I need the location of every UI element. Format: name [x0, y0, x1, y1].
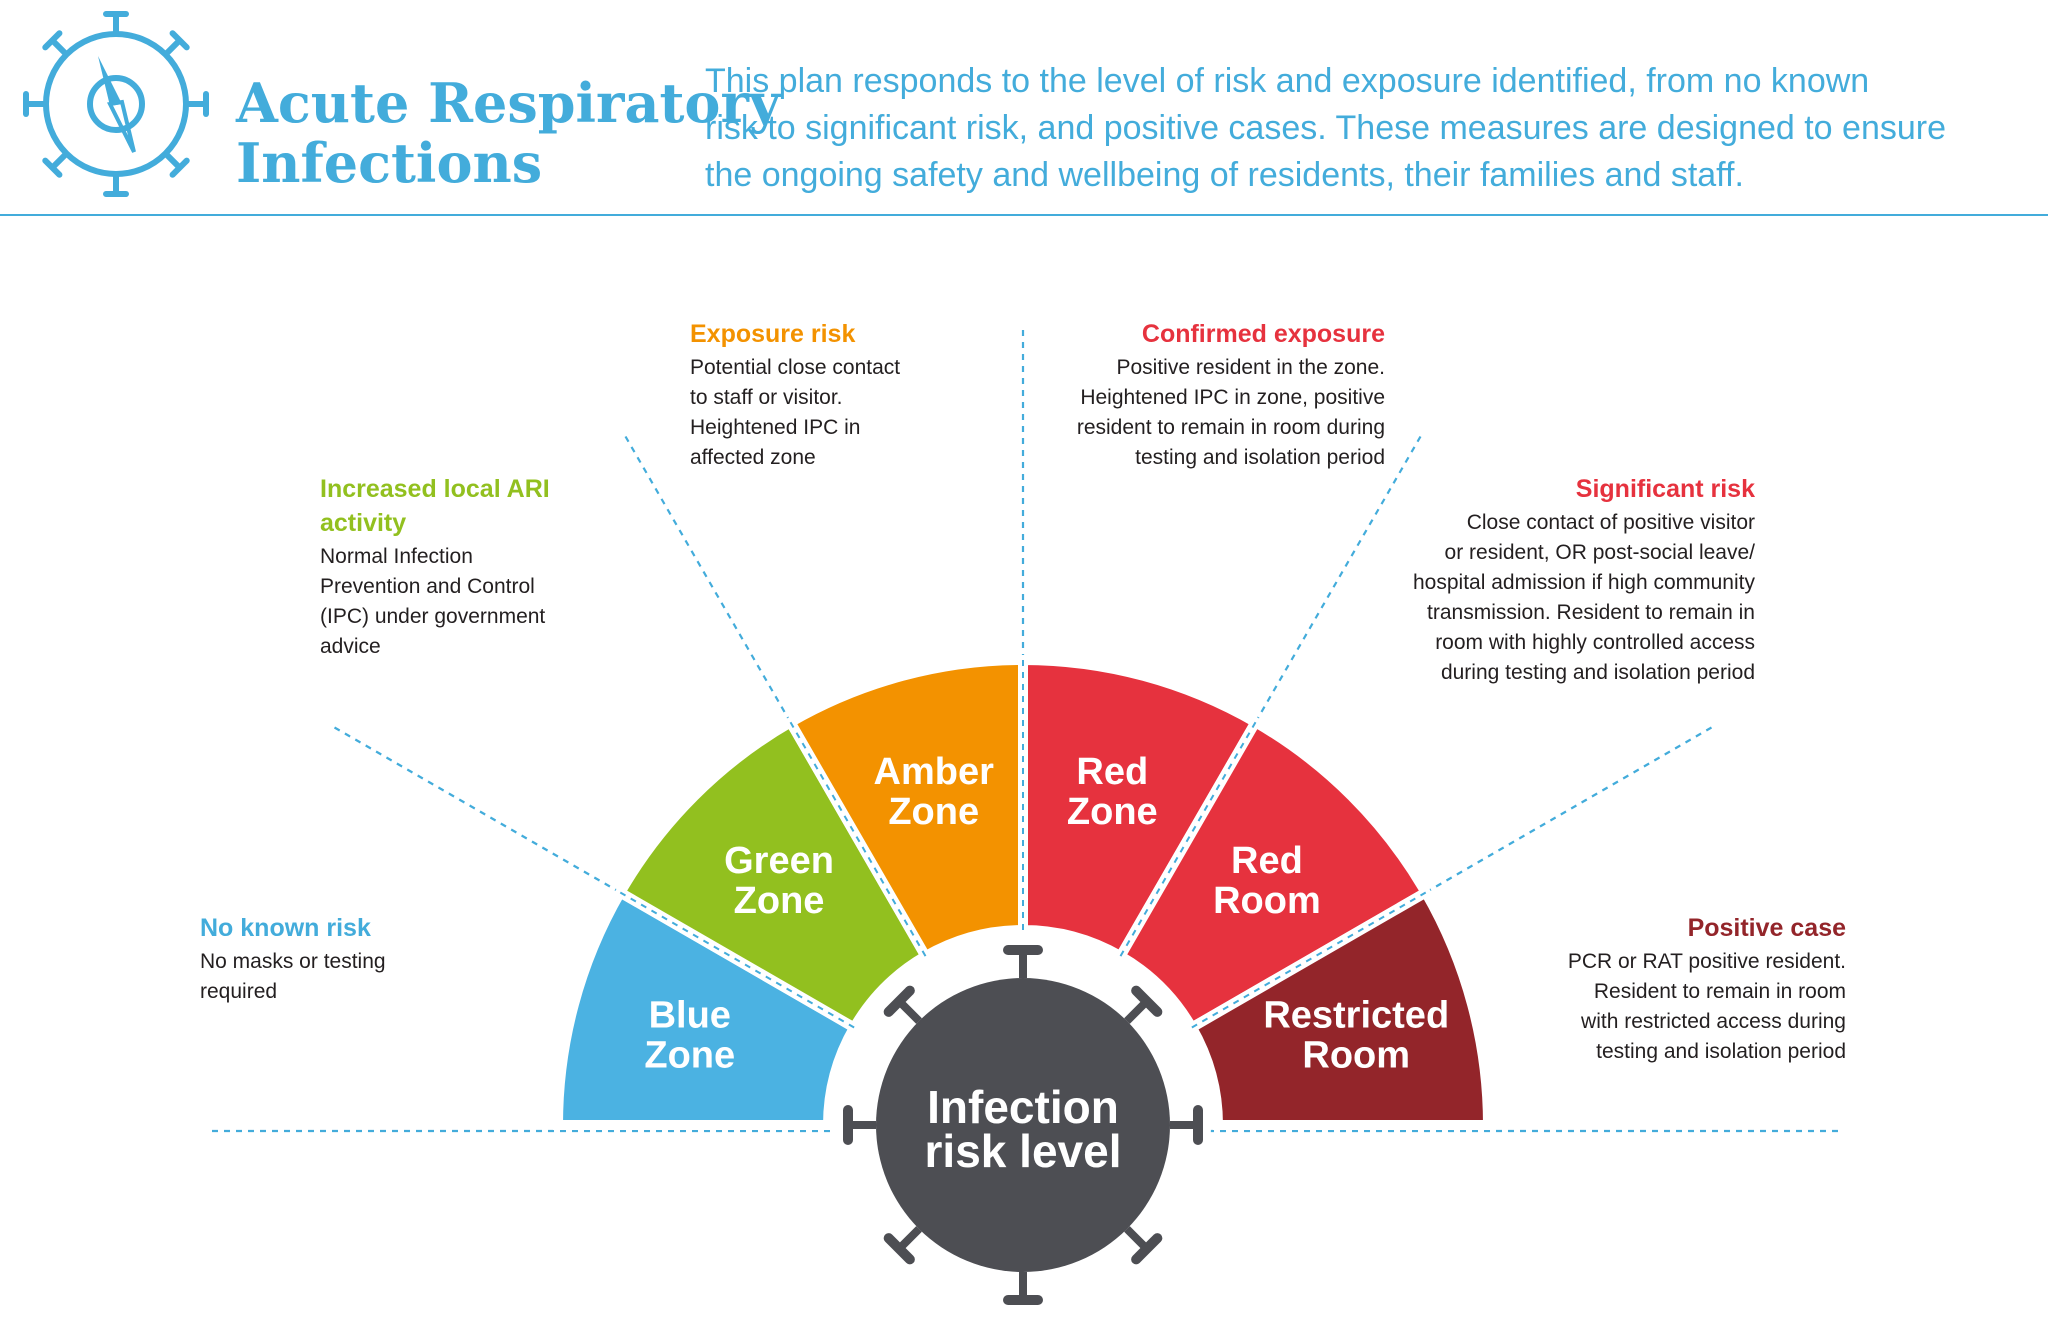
segment-label-blue: Blue: [649, 995, 731, 1037]
segment-label-red-room: Red: [1231, 840, 1303, 882]
zone-description-red-room: transmission. Resident to remain in: [1427, 601, 1755, 624]
zone-description-amber: affected zone: [690, 446, 816, 469]
zone-description-blue: No masks or testing: [200, 950, 386, 973]
zone-description-green: advice: [320, 635, 381, 658]
segment-label-blue: Zone: [644, 1035, 735, 1077]
intro-text: This plan responds to the level of risk …: [705, 62, 1869, 100]
zone-description-restricted: testing and isolation period: [1596, 1040, 1846, 1063]
segment-label-amber: Amber: [874, 751, 995, 793]
risk-wheel: BlueZoneGreenZoneAmberZoneRedZoneRedRoom…: [552, 654, 1494, 1130]
zone-title-red-room: Significant risk: [1576, 475, 1755, 503]
intro-text: risk to significant risk, and positive c…: [705, 109, 1946, 147]
zone-description-blue: required: [200, 980, 277, 1003]
zone-description-red-room: Close contact of positive visitor: [1467, 511, 1755, 534]
zone-description-green: Prevention and Control: [320, 575, 535, 598]
zone-description-amber: Potential close contact: [690, 356, 900, 379]
segment-label-green: Zone: [734, 880, 825, 922]
guide-dashed-line: [1425, 726, 1713, 894]
segment-restricted: [1185, 885, 1494, 1130]
hub-label: risk level: [925, 1125, 1122, 1177]
zone-description-red-zone: resident to remain in room during: [1077, 416, 1385, 439]
zone-title-red-zone: Confirmed exposure: [1142, 320, 1385, 348]
zone-description-amber: Heightened IPC in: [690, 416, 860, 439]
guide-dashed-line: [333, 726, 621, 894]
guide-dashed-line: [1254, 435, 1422, 723]
zone-description-amber: to staff or visitor.: [690, 386, 843, 409]
zone-description-restricted: with restricted access during: [1580, 1010, 1846, 1033]
zone-description-restricted: Resident to remain in room: [1594, 980, 1846, 1003]
segment-label-red-room: Room: [1213, 880, 1321, 922]
segment-label-amber: Zone: [888, 791, 979, 833]
zone-description-green: Normal Infection: [320, 545, 473, 568]
page-title: Infections: [236, 131, 542, 195]
zone-title-green: activity: [320, 509, 406, 537]
page-title: Acute Respiratory: [235, 71, 782, 135]
segment-divider: [619, 891, 855, 1029]
segment-divider: [1191, 891, 1427, 1029]
hub-label: Infection: [927, 1081, 1119, 1133]
segment-red-zone: [1018, 654, 1263, 963]
compass-icon: [23, 11, 209, 197]
segment-label-red-zone: Zone: [1067, 791, 1158, 833]
zone-description-red-zone: testing and isolation period: [1135, 446, 1385, 469]
segment-blue: [552, 885, 861, 1130]
segment-label-restricted: Restricted: [1263, 995, 1449, 1037]
zone-info-blue: No known risk No masks or testing required: [200, 914, 386, 1003]
zone-description-red-zone: Positive resident in the zone.: [1117, 356, 1386, 379]
zone-description-red-room: room with highly controlled access: [1435, 631, 1755, 654]
segment-label-green: Green: [724, 840, 834, 882]
zone-description-green: (IPC) under government: [320, 605, 545, 628]
segment-red-room: [1113, 715, 1433, 1035]
zone-description-red-room: during testing and isolation period: [1441, 661, 1755, 684]
segment-divider: [789, 721, 927, 957]
zone-description-red-zone: Heightened IPC in zone, positive: [1080, 386, 1385, 409]
zone-description-restricted: PCR or RAT positive resident.: [1568, 950, 1846, 973]
zone-descriptions: No known risk No masks or testing required…: [200, 320, 1846, 1063]
virus-icon: [835, 937, 1211, 1313]
segment-label-red-zone: Red: [1076, 751, 1148, 793]
zone-title-restricted: Positive case: [1688, 914, 1847, 942]
zone-title-green: Increased local ARI: [320, 475, 550, 503]
segment-label-restricted: Room: [1302, 1035, 1410, 1077]
guide-dashed-line: [624, 435, 792, 723]
zone-description-red-room: hospital admission if high community: [1413, 571, 1755, 594]
segment-green: [613, 715, 933, 1035]
intro-text: the ongoing safety and wellbeing of resi…: [705, 156, 1744, 194]
segment-divider: [1119, 721, 1257, 957]
segment-amber: [783, 654, 1028, 963]
zone-title-amber: Exposure risk: [690, 320, 855, 348]
zone-description-red-room: or resident, OR post-social leave/: [1445, 541, 1756, 564]
zone-title-blue: No known risk: [200, 914, 371, 942]
